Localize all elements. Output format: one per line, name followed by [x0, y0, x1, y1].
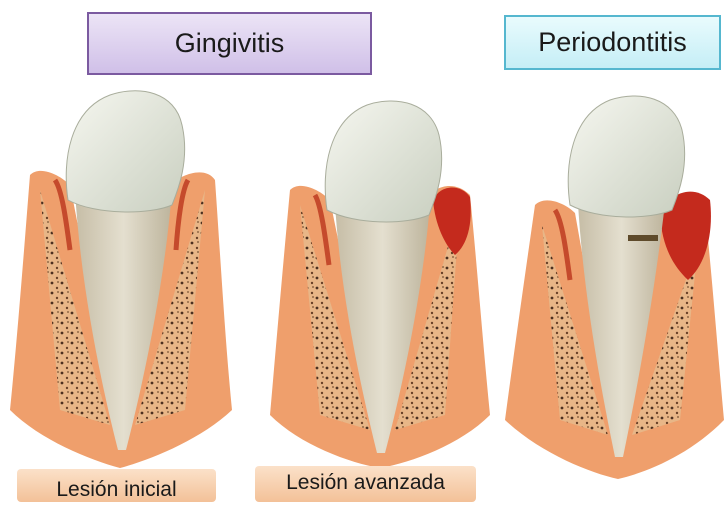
periodontitis-tooth-illustration — [500, 85, 726, 480]
gingivitis-title: Gingivitis — [175, 28, 285, 59]
tooth-crown — [325, 101, 441, 222]
tartar-deposit — [628, 235, 658, 241]
tooth-crown — [66, 91, 184, 212]
advanced-lesion-label-box: Lesión avanzada — [255, 466, 476, 502]
periodontitis-title-box: Periodontitis — [504, 15, 721, 70]
periodontitis-title: Periodontitis — [538, 27, 687, 58]
advanced-lesion-label: Lesión avanzada — [286, 471, 445, 495]
tooth-crown — [568, 96, 684, 217]
gingivitis-title-box: Gingivitis — [87, 12, 372, 75]
gingivitis-tooth-illustration — [255, 85, 500, 470]
initial-lesion-label-box: Lesión inicial — [17, 469, 216, 502]
initial-lesion-label: Lesión inicial — [56, 478, 176, 502]
healthy-tooth-illustration — [0, 80, 240, 470]
